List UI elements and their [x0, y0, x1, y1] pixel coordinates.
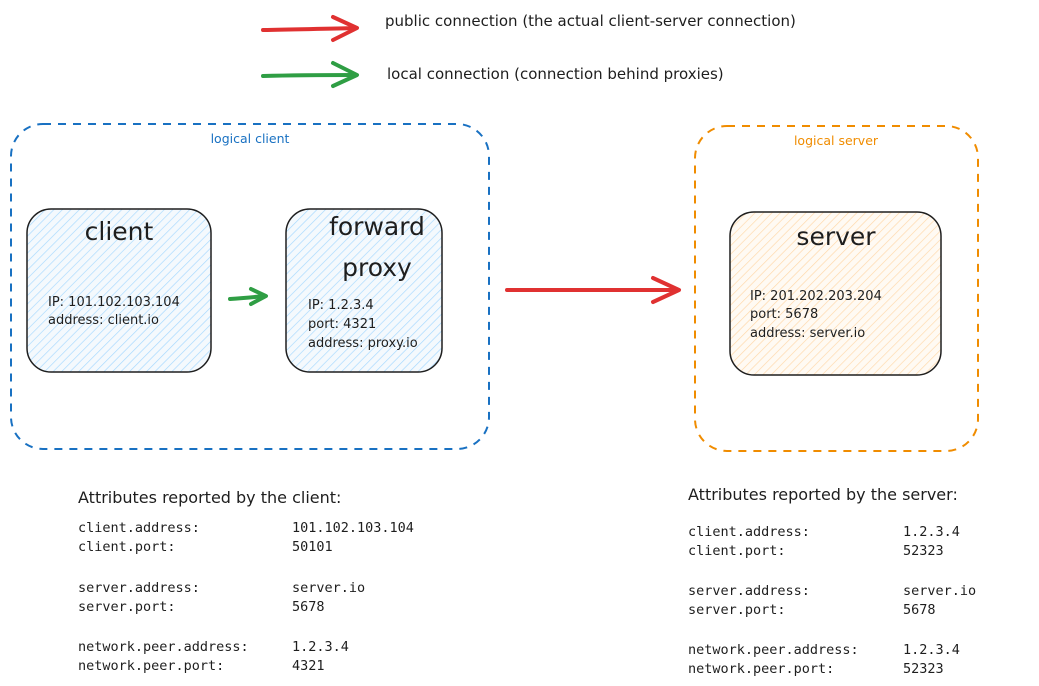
server-node-port: port: 5678 [750, 307, 818, 322]
legend-local-arrow-shaft [261, 73, 358, 78]
logical-server-boundary [694, 125, 979, 452]
legend-local-arrow [261, 61, 359, 88]
client-attr-value: 1.2.3.4 [292, 639, 349, 655]
local-connection-arrow-head [249, 287, 268, 306]
client-attr-key: client.port: [78, 539, 176, 555]
proxy-node-port: port: 4321 [308, 317, 376, 332]
proxy-node-title-line1: forward [329, 212, 425, 241]
logical-server-label: logical server [794, 133, 879, 148]
server-node-ip: IP: 201.202.203.204 [750, 289, 882, 304]
server-attr-value: 1.2.3.4 [903, 524, 960, 540]
server-attr-key: client.address: [688, 524, 810, 540]
client-node-box [26, 208, 212, 373]
public-connection-arrow-head [651, 276, 681, 304]
server-attr-value: 52323 [903, 661, 944, 677]
client-attr-value: 50101 [292, 539, 333, 555]
client-attr-key: network.peer.port: [78, 658, 224, 674]
server-attr-value: 1.2.3.4 [903, 642, 960, 658]
logical-client-group: logical client [10, 123, 490, 450]
client-attributes: Attributes reported by the client: clien… [78, 488, 414, 674]
client-node: client IP: 101.102.103.104 address: clie… [26, 208, 212, 373]
client-node-ip: IP: 101.102.103.104 [48, 295, 180, 310]
client-attr-key: network.peer.address: [78, 639, 249, 655]
legend-public-arrow [261, 15, 359, 42]
server-node: server IP: 201.202.203.204 port: 5678 ad… [729, 211, 942, 376]
client-attr-key: client.address: [78, 520, 200, 536]
client-attr-key: server.address: [78, 580, 200, 596]
server-attr-key: network.peer.port: [688, 661, 834, 677]
legend-public-arrow-head [331, 15, 359, 42]
proxy-node-address: address: proxy.io [308, 336, 418, 351]
client-attr-key: server.port: [78, 599, 176, 615]
legend-public-arrow-shaft [261, 26, 358, 32]
server-attr-value: 52323 [903, 543, 944, 559]
proxy-node-title-line2: proxy [342, 253, 412, 282]
server-node-title: server [796, 222, 876, 251]
client-attr-value: server.io [292, 580, 365, 596]
client-node-title: client [85, 217, 154, 246]
server-attributes: Attributes reported by the server: clien… [688, 485, 976, 677]
legend-local-arrow-head [331, 61, 359, 88]
server-attr-value: server.io [903, 583, 976, 599]
client-attr-value: 5678 [292, 599, 325, 615]
logical-server-group: logical server [694, 125, 979, 452]
proxy-node-ip: IP: 1.2.3.4 [308, 298, 374, 313]
legend-local-text: local connection (connection behind prox… [387, 65, 724, 83]
public-connection-arrow [505, 276, 681, 304]
server-attributes-heading: Attributes reported by the server: [688, 485, 958, 504]
proxy-node-box [285, 208, 443, 373]
server-attr-key: network.peer.address: [688, 642, 859, 658]
server-attr-key: server.port: [688, 602, 786, 618]
client-attr-value: 101.102.103.104 [292, 520, 414, 536]
server-node-box [729, 211, 942, 376]
server-attr-key: client.port: [688, 543, 786, 559]
server-node-address: address: server.io [750, 326, 865, 341]
logical-client-label: logical client [211, 131, 290, 146]
client-attr-value: 4321 [292, 658, 325, 674]
client-node-address: address: client.io [48, 313, 159, 328]
legend-public-text: public connection (the actual client-ser… [385, 12, 796, 30]
server-attr-key: server.address: [688, 583, 810, 599]
server-attr-value: 5678 [903, 602, 936, 618]
local-connection-arrow [228, 287, 268, 306]
proxy-node: forward proxy IP: 1.2.3.4 port: 4321 add… [285, 208, 443, 373]
client-attributes-heading: Attributes reported by the client: [78, 488, 341, 507]
logical-client-boundary [10, 123, 490, 450]
legend: public connection (the actual client-ser… [261, 12, 796, 88]
